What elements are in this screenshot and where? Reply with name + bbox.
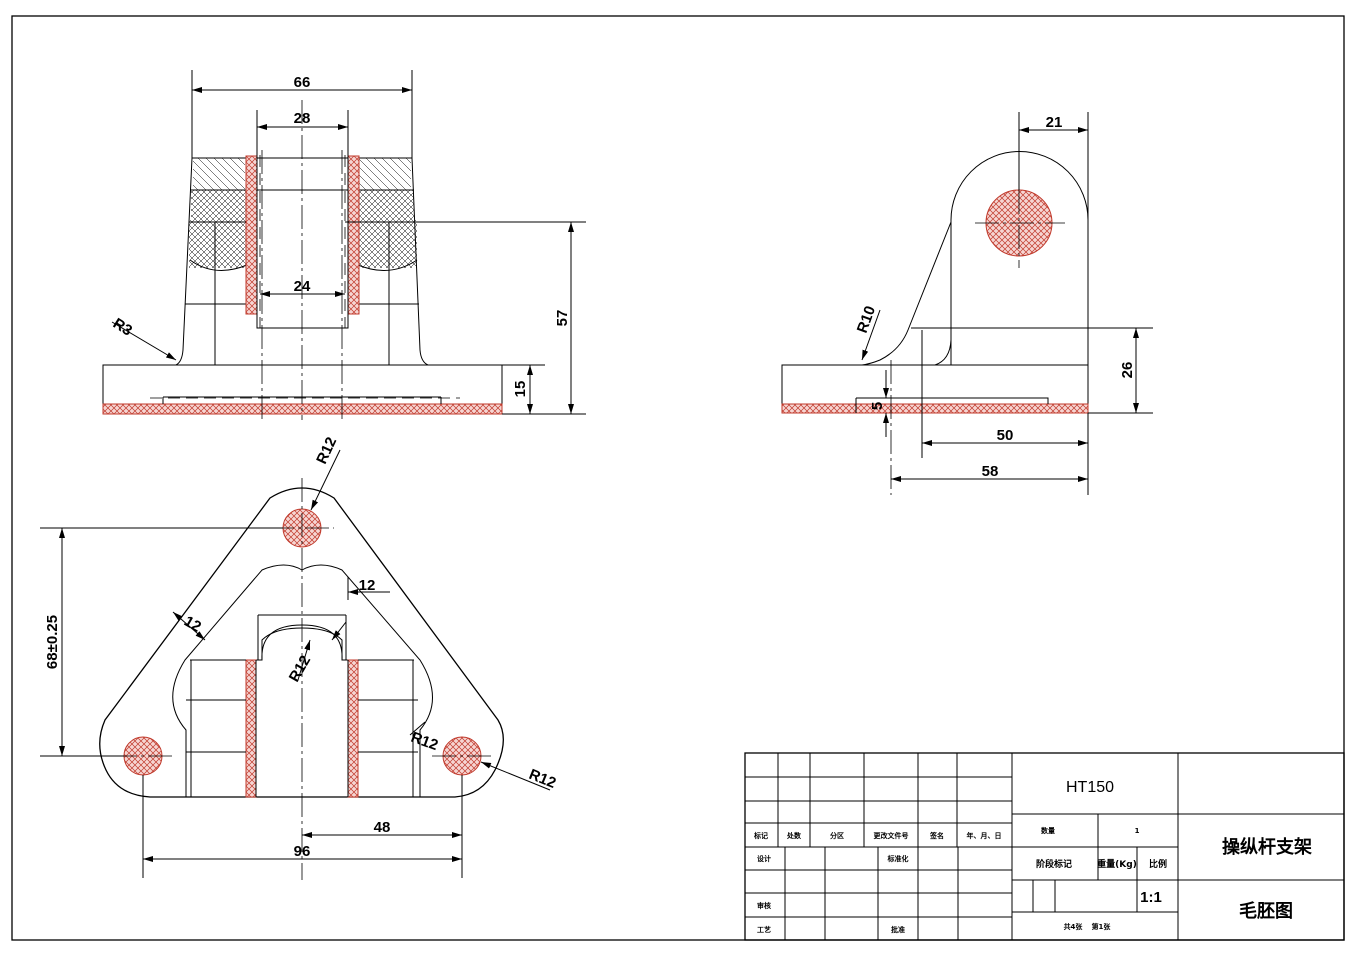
title-block: 标记 处数 分区 更改文件号 签名 年、月、日 设计 标准化 审核 工艺 批准 …: [744, 752, 1345, 941]
tb-header-zone: 分区: [830, 831, 844, 840]
tb-drawing-type: 毛胚图: [1239, 900, 1293, 922]
dim-height-15: 15: [512, 381, 529, 398]
tb-sheet-no: 第1张: [1092, 922, 1112, 931]
dim-height-57: 57: [554, 310, 571, 327]
tb-header-mark: 标记: [753, 831, 768, 840]
dim-radius-r12-top: R12: [313, 435, 340, 467]
top-outer-outline: [99, 487, 504, 798]
top-wall-hatch-right: [347, 659, 359, 798]
top-wall-hatch-left: [245, 659, 257, 798]
dim-spacing-48: 48: [374, 819, 391, 836]
dim-radius-r12-center: R12: [286, 653, 314, 685]
tb-quantity-label: 数量: [1041, 826, 1055, 835]
tb-header-sign: 签名: [929, 831, 944, 840]
front-bore-wall-right: [347, 155, 360, 315]
dim-radius-r10: R10: [854, 304, 879, 336]
dim-height-68: 68±0.25: [44, 615, 61, 669]
side-view: 21 R10 26 5 50 58: [781, 112, 1153, 495]
side-base-hatch: [781, 403, 1089, 414]
tb-weight-label: 重量(Kg): [1097, 858, 1137, 870]
dim-wall-12-left: 12: [181, 613, 204, 636]
tb-scale-value: 1:1: [1140, 889, 1162, 906]
dim-width-28: 28: [294, 110, 311, 127]
tb-design-label: 设计: [757, 854, 771, 863]
tb-material: HT150: [1066, 779, 1114, 796]
dim-width-66: 66: [294, 74, 311, 91]
tb-part-name: 操纵杆支架: [1222, 836, 1312, 858]
dim-spacing-96: 96: [294, 843, 311, 860]
tb-header-count: 处数: [786, 831, 802, 840]
tb-review-label: 审核: [757, 901, 771, 910]
dim-height-26: 26: [1119, 362, 1136, 379]
dim-length-58: 58: [982, 463, 999, 480]
tb-process-label: 工艺: [757, 925, 771, 934]
tb-header-date: 年、月、日: [967, 831, 1002, 840]
tb-quantity-value: 1: [1135, 827, 1140, 835]
dim-wall-12-right: 12: [359, 577, 376, 594]
sheet-border: [11, 15, 1345, 941]
tb-stage-label: 阶段标记: [1036, 858, 1072, 870]
dim-radius-r3: R3: [110, 315, 135, 340]
tb-scale-label: 比例: [1149, 858, 1167, 870]
tb-standardize-label: 标准化: [887, 854, 909, 863]
dim-length-50: 50: [997, 427, 1014, 444]
tb-sheets: 共4张: [1064, 922, 1084, 931]
dim-radius-r12-hole: R12: [527, 766, 559, 792]
front-bore-wall-left: [245, 155, 258, 315]
dim-height-5: 5: [869, 402, 886, 410]
top-view: 68±0.25 R12 12 12 R12 R12 R12 48 96: [40, 435, 558, 880]
front-base-hatch: [102, 403, 503, 415]
dim-width-21: 21: [1046, 114, 1063, 131]
dim-width-24: 24: [294, 278, 311, 295]
tb-header-change: 更改文件号: [874, 831, 909, 840]
front-view: 66 28 24 R3 57 15: [102, 70, 586, 420]
tb-approve-label: 批准: [891, 925, 905, 934]
